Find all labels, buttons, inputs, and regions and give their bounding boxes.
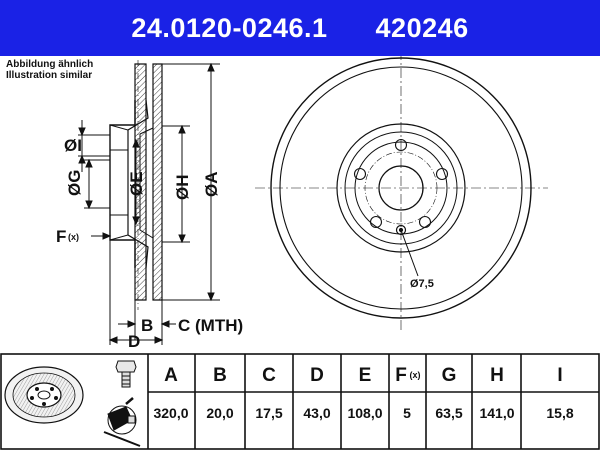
value-g: 63,5: [435, 405, 462, 421]
value-f: 5: [403, 405, 411, 421]
table-values: 320,0 20,0 17,5 43,0 108,0 5 63,5 141,0 …: [153, 405, 573, 421]
label-f: F: [56, 227, 66, 246]
torque-wrench-icon: [103, 397, 141, 447]
label-f-sub: (x): [68, 232, 79, 242]
header-title: 24.0120-0246.1 420246: [0, 0, 600, 56]
header-h: H: [490, 365, 504, 386]
value-e: 108,0: [347, 405, 382, 421]
header-e: E: [359, 365, 372, 386]
label-b: B: [141, 316, 153, 335]
header-b: B: [213, 365, 227, 386]
spec-table: A B C D E F (x) G H I 320,0 20,0 17,5 43…: [0, 353, 600, 450]
label-dia-e: ØE: [127, 171, 146, 196]
note-german: Abbildung ähnlich: [6, 59, 94, 70]
label-dia-i: ØI: [64, 136, 82, 155]
header-d: D: [310, 365, 324, 386]
value-d: 43,0: [303, 405, 330, 421]
header-f-sub: (x): [410, 370, 421, 380]
label-dia-a: ØA: [202, 172, 221, 198]
bolt-icon: [115, 360, 137, 388]
header-i: I: [557, 365, 562, 386]
dimension-labels: ØI ØG ØE ØH ØA F (x) B C (MTH) D: [56, 136, 243, 351]
disc-front-view: [255, 56, 548, 330]
technical-drawing: ØI ØG ØE ØH ØA F (x) B C (MTH) D Ø7,5: [56, 56, 548, 351]
header-bar: 24.0120-0246.1 420246: [0, 0, 600, 56]
value-i: 15,8: [546, 405, 573, 421]
ref-number: 420246: [375, 13, 469, 43]
header-c: C: [262, 365, 276, 386]
label-c-mth: C (MTH): [178, 316, 243, 335]
table-headers: A B C D E F (x) G H I: [164, 365, 563, 386]
value-h: 141,0: [479, 405, 514, 421]
dimension-lines: [78, 62, 220, 345]
label-dia-g: ØG: [65, 170, 84, 196]
value-a: 320,0: [153, 405, 188, 421]
value-b: 20,0: [206, 405, 233, 421]
label-dia-h: ØH: [173, 175, 192, 201]
label-bolt-dia: Ø7,5: [410, 278, 434, 290]
note-english: Illustration similar: [6, 70, 93, 81]
value-c: 17,5: [255, 405, 282, 421]
header-a: A: [164, 365, 178, 386]
label-d: D: [128, 332, 140, 351]
header-g: G: [442, 365, 457, 386]
brake-disc-icon: [4, 366, 84, 424]
part-number: 24.0120-0246.1: [131, 13, 328, 43]
header-f: F: [395, 365, 407, 386]
